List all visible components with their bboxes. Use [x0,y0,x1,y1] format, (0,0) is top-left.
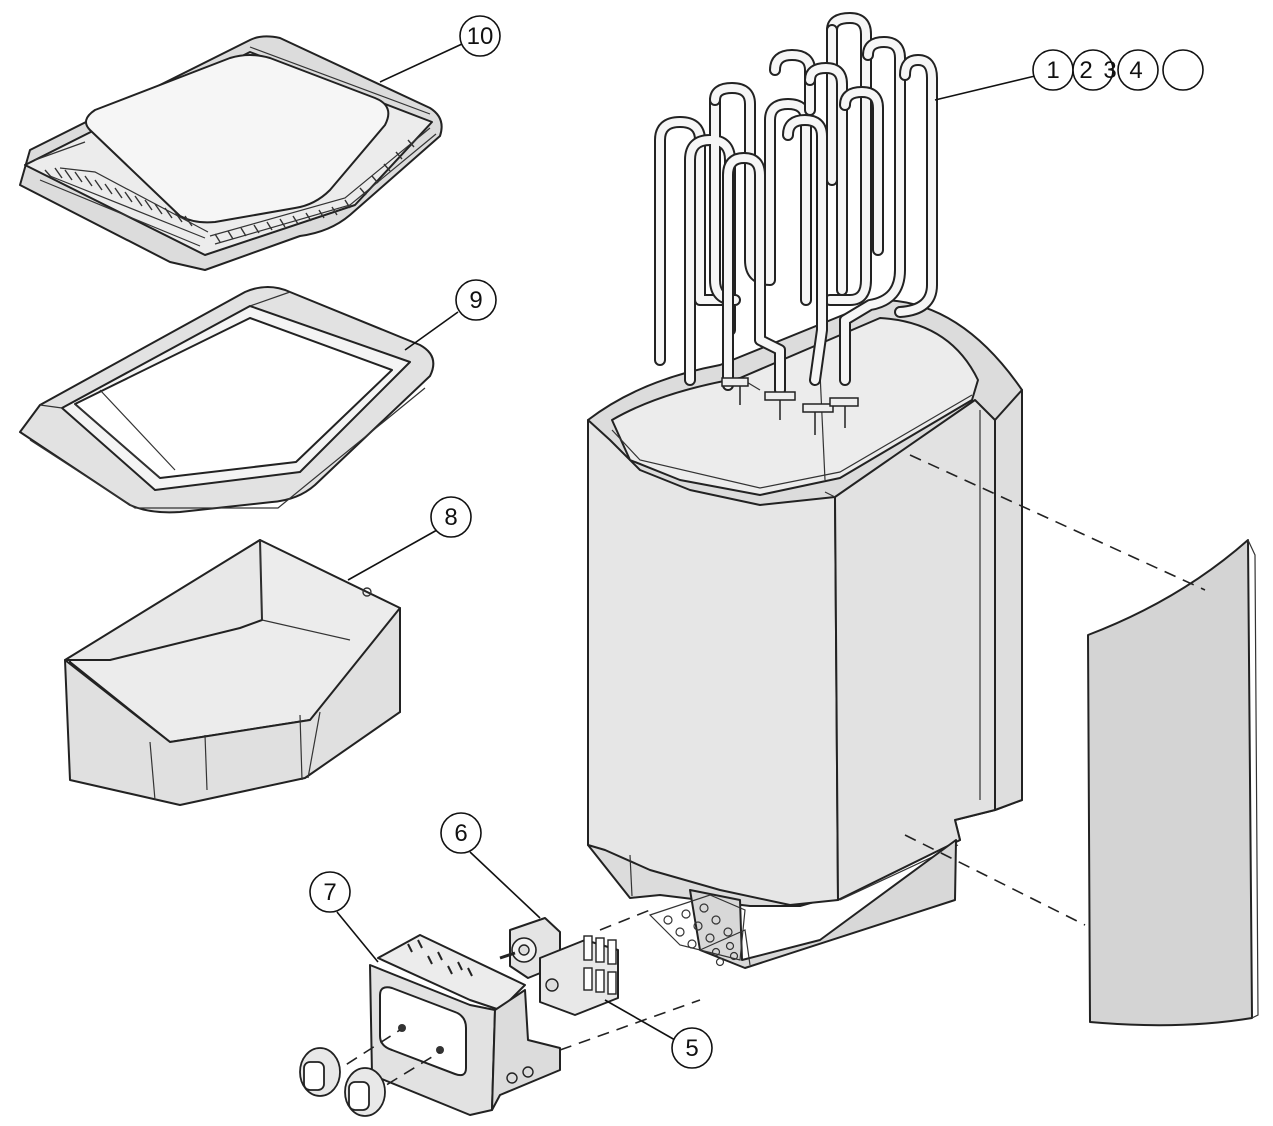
assembly-line [559,999,701,1051]
part-heating-elements [654,12,938,435]
callout-8: 8 [347,496,472,581]
svg-text:3: 3 [1103,57,1116,84]
svg-text:10: 10 [467,23,494,50]
callout-1-4: 1 2 3 4 [934,49,1204,101]
control-knob [344,1067,386,1117]
part-contactor [539,935,619,1016]
part-heater-body [587,299,1023,969]
assembly-line [909,454,1206,591]
part-inner-shield [64,539,401,806]
svg-text:9: 9 [469,287,482,314]
part-top-cover [19,35,443,271]
part-control-housing [369,934,561,1116]
element-terminals [721,377,859,435]
callout-10: 10 [379,15,501,83]
callout-9: 9 [404,279,497,351]
heating-element [722,152,786,396]
assembly-line [904,834,1086,926]
assembly-line [329,1029,401,1076]
callout-5: 5 [604,999,713,1069]
svg-text:1: 1 [1046,57,1059,84]
svg-text:2: 2 [1079,57,1092,84]
svg-text:6: 6 [454,820,467,847]
svg-text:5: 5 [685,1035,698,1062]
part-control-knobs [299,1047,386,1117]
part-side-panel [1087,539,1259,1027]
assembly-line [369,1051,441,1096]
heating-element [804,36,906,386]
assembly-line [599,909,651,931]
heating-element [839,54,938,318]
heating-element [782,24,838,386]
svg-text:4: 4 [1129,57,1142,84]
svg-text:8: 8 [444,504,457,531]
control-knob [299,1047,341,1097]
callout-6: 6 [440,812,541,919]
callout-7: 7 [309,871,379,963]
heating-element [769,12,872,306]
part-frame-ring [19,286,435,514]
svg-text:7: 7 [323,879,336,906]
